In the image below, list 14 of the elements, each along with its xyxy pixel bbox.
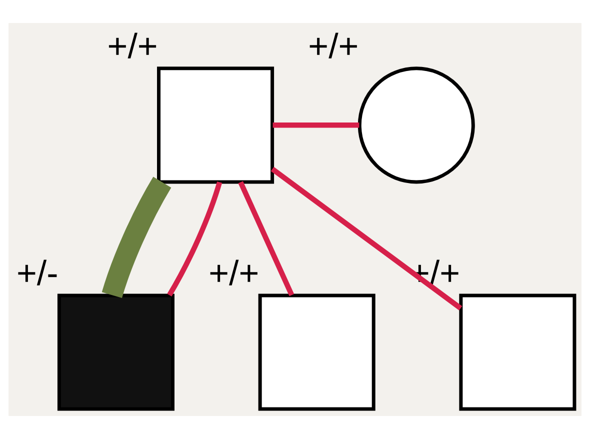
node-label: +/- [16, 254, 58, 292]
node-box [258, 293, 376, 410]
node-box [157, 66, 274, 184]
node-box [459, 293, 576, 410]
connector [167, 180, 222, 296]
connector [272, 122, 360, 128]
node-label: +/+ [107, 26, 158, 66]
node-circle [358, 66, 475, 184]
node-label: +/+ [208, 254, 260, 292]
connector [270, 166, 462, 310]
connector [102, 176, 172, 298]
connector [238, 180, 294, 296]
node-box [57, 293, 174, 410]
node-label: +/+ [308, 26, 359, 66]
